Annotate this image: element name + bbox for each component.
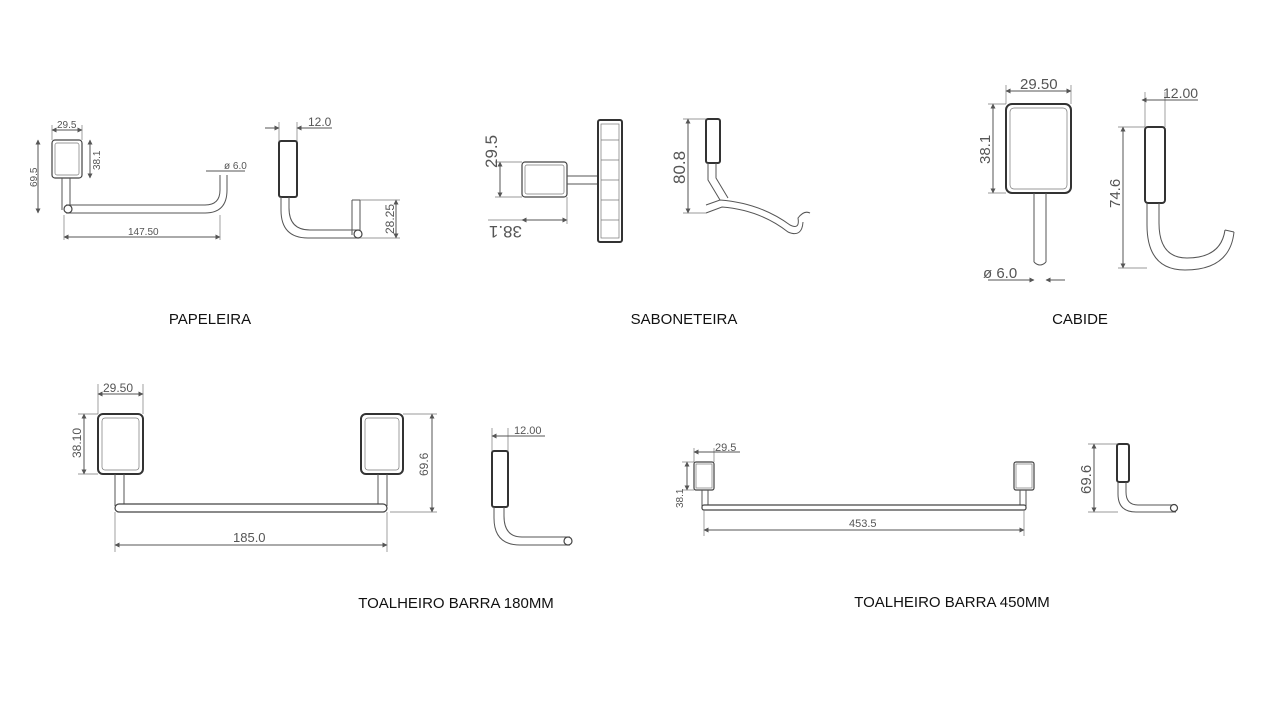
cabide-width-label: 29.50 bbox=[1020, 76, 1058, 93]
right-wall-plate-inner bbox=[364, 417, 400, 471]
side-plate bbox=[278, 140, 298, 198]
toalheiro-450-height-label: 38.1 bbox=[675, 488, 686, 508]
papeleira-width-label: 29.5 bbox=[57, 120, 77, 131]
saboneteira-width-label: 38.1 bbox=[489, 222, 522, 241]
toalheiro-180-height-label: 38.10 bbox=[70, 428, 84, 458]
papeleira-drop-label: 28.25 bbox=[383, 204, 397, 234]
cabide-diameter-label: ø 6.0 bbox=[983, 265, 1017, 282]
towel-bar bbox=[701, 504, 1027, 511]
side-bracket bbox=[707, 163, 721, 201]
toalheiro-180-depth-label: 12.00 bbox=[514, 425, 542, 437]
soap-dish bbox=[597, 119, 623, 243]
toalheiro-450-length-label: 453.5 bbox=[849, 518, 877, 530]
saboneteira-depth-label: 80.8 bbox=[670, 151, 689, 184]
cabide-side-view: 12.00 74.6 bbox=[1107, 85, 1235, 271]
toalheiro-180-drawing: 29.50 38.10 69.6 185.0 12.00 TOALHEIRO B… bbox=[70, 381, 573, 612]
toalheiro-450-total-label: 69.6 bbox=[1078, 465, 1095, 494]
left-wall-plate bbox=[97, 413, 144, 475]
soap-dish-inner bbox=[600, 123, 620, 239]
wall-plate-inner bbox=[524, 164, 565, 195]
papeleira-drawing: 29.5 38.1 69.5 147.50 ø 6.0 12.0 bbox=[29, 115, 400, 328]
saboneteira-front-view: 29.5 38.1 bbox=[482, 119, 623, 243]
side-arm-outline bbox=[288, 197, 358, 231]
arm-end-cap bbox=[63, 204, 73, 214]
cabide-depth-label: 12.00 bbox=[1163, 85, 1198, 101]
papeleira-caption: PAPELEIRA bbox=[169, 311, 251, 328]
side-arm-outline bbox=[1125, 482, 1176, 506]
dish-profile bbox=[705, 199, 811, 227]
hook-inner bbox=[1158, 203, 1226, 259]
saboneteira-drawing: 29.5 38.1 80.8 SABONETEIRA bbox=[482, 118, 811, 328]
right-wall-plate-inner bbox=[1015, 463, 1033, 489]
wall-plate bbox=[521, 161, 568, 198]
side-bracket bbox=[715, 163, 729, 199]
side-end-cap bbox=[563, 536, 573, 546]
toalheiro-450-width-label: 29.5 bbox=[715, 442, 736, 454]
paper-arm-outline bbox=[66, 175, 228, 214]
toalheiro-180-total-label: 69.6 bbox=[417, 452, 431, 476]
toalheiro-180-length-label: 185.0 bbox=[233, 530, 266, 545]
papeleira-base-height-label: 38.1 bbox=[92, 150, 103, 170]
hook-outer bbox=[1146, 203, 1235, 271]
left-wall-plate bbox=[693, 461, 715, 491]
papeleira-length-label: 147.50 bbox=[128, 227, 159, 238]
saboneteira-side-view: 80.8 bbox=[670, 118, 811, 235]
side-end-cap bbox=[1169, 503, 1179, 513]
side-arm bbox=[1117, 482, 1176, 513]
cabide-caption: CABIDE bbox=[1052, 311, 1108, 328]
side-plate bbox=[705, 118, 721, 164]
side-plate bbox=[491, 450, 509, 508]
right-wall-plate bbox=[360, 413, 404, 475]
toalheiro-450-front-view: 29.5 38.1 453.5 bbox=[675, 442, 1035, 536]
toalheiro-180-width-label: 29.50 bbox=[103, 381, 133, 395]
side-plate bbox=[1116, 443, 1130, 483]
hook-post-end bbox=[1033, 261, 1047, 266]
wall-plate bbox=[1005, 103, 1072, 194]
right-wall-plate bbox=[1013, 461, 1035, 491]
cabide-drawing: 29.50 38.1 ø 6.0 12.00 74.6 CABIDE bbox=[977, 76, 1235, 328]
papeleira-side-view: 12.0 28.25 bbox=[265, 115, 400, 239]
wall-plate-inner bbox=[54, 142, 80, 176]
toalheiro-180-caption: TOALHEIRO BARRA 180MM bbox=[358, 595, 554, 612]
saboneteira-caption: SABONETEIRA bbox=[631, 311, 738, 328]
side-arm bbox=[280, 197, 358, 239]
toalheiro-180-side-view: 12.00 bbox=[491, 425, 573, 546]
left-wall-plate-inner bbox=[695, 463, 713, 489]
cabide-height-label: 38.1 bbox=[977, 135, 994, 164]
dish-profile bbox=[705, 206, 804, 235]
papeleira-depth-label: 12.0 bbox=[308, 115, 332, 129]
paper-arm bbox=[66, 175, 221, 206]
wall-plate-inner bbox=[1009, 107, 1068, 190]
toalheiro-180-front-view: 29.50 38.10 69.6 185.0 bbox=[70, 381, 437, 552]
toalheiro-450-side-view: 69.6 bbox=[1078, 443, 1179, 513]
hook-tip bbox=[1224, 229, 1235, 233]
cabide-front-view: 29.50 38.1 ø 6.0 bbox=[977, 76, 1072, 283]
wall-plate bbox=[51, 139, 83, 179]
side-arm bbox=[493, 507, 570, 546]
cabide-total-label: 74.6 bbox=[1107, 179, 1124, 208]
toalheiro-450-caption: TOALHEIRO BARRA 450MM bbox=[854, 594, 1050, 611]
towel-bar bbox=[114, 503, 388, 513]
papeleira-diameter-label: ø 6.0 bbox=[224, 161, 247, 172]
left-wall-plate-inner bbox=[101, 417, 140, 471]
side-plate bbox=[1144, 126, 1166, 204]
side-end-cap bbox=[353, 229, 363, 239]
saboneteira-height-label: 29.5 bbox=[482, 135, 501, 168]
side-arm-outline bbox=[503, 507, 570, 538]
papeleira-front-view: 29.5 38.1 69.5 147.50 ø 6.0 bbox=[29, 120, 247, 240]
toalheiro-450-drawing: 29.5 38.1 453.5 69.6 TOALHEIRO BARRA 450… bbox=[675, 442, 1179, 611]
papeleira-total-height-label: 69.5 bbox=[29, 167, 40, 187]
